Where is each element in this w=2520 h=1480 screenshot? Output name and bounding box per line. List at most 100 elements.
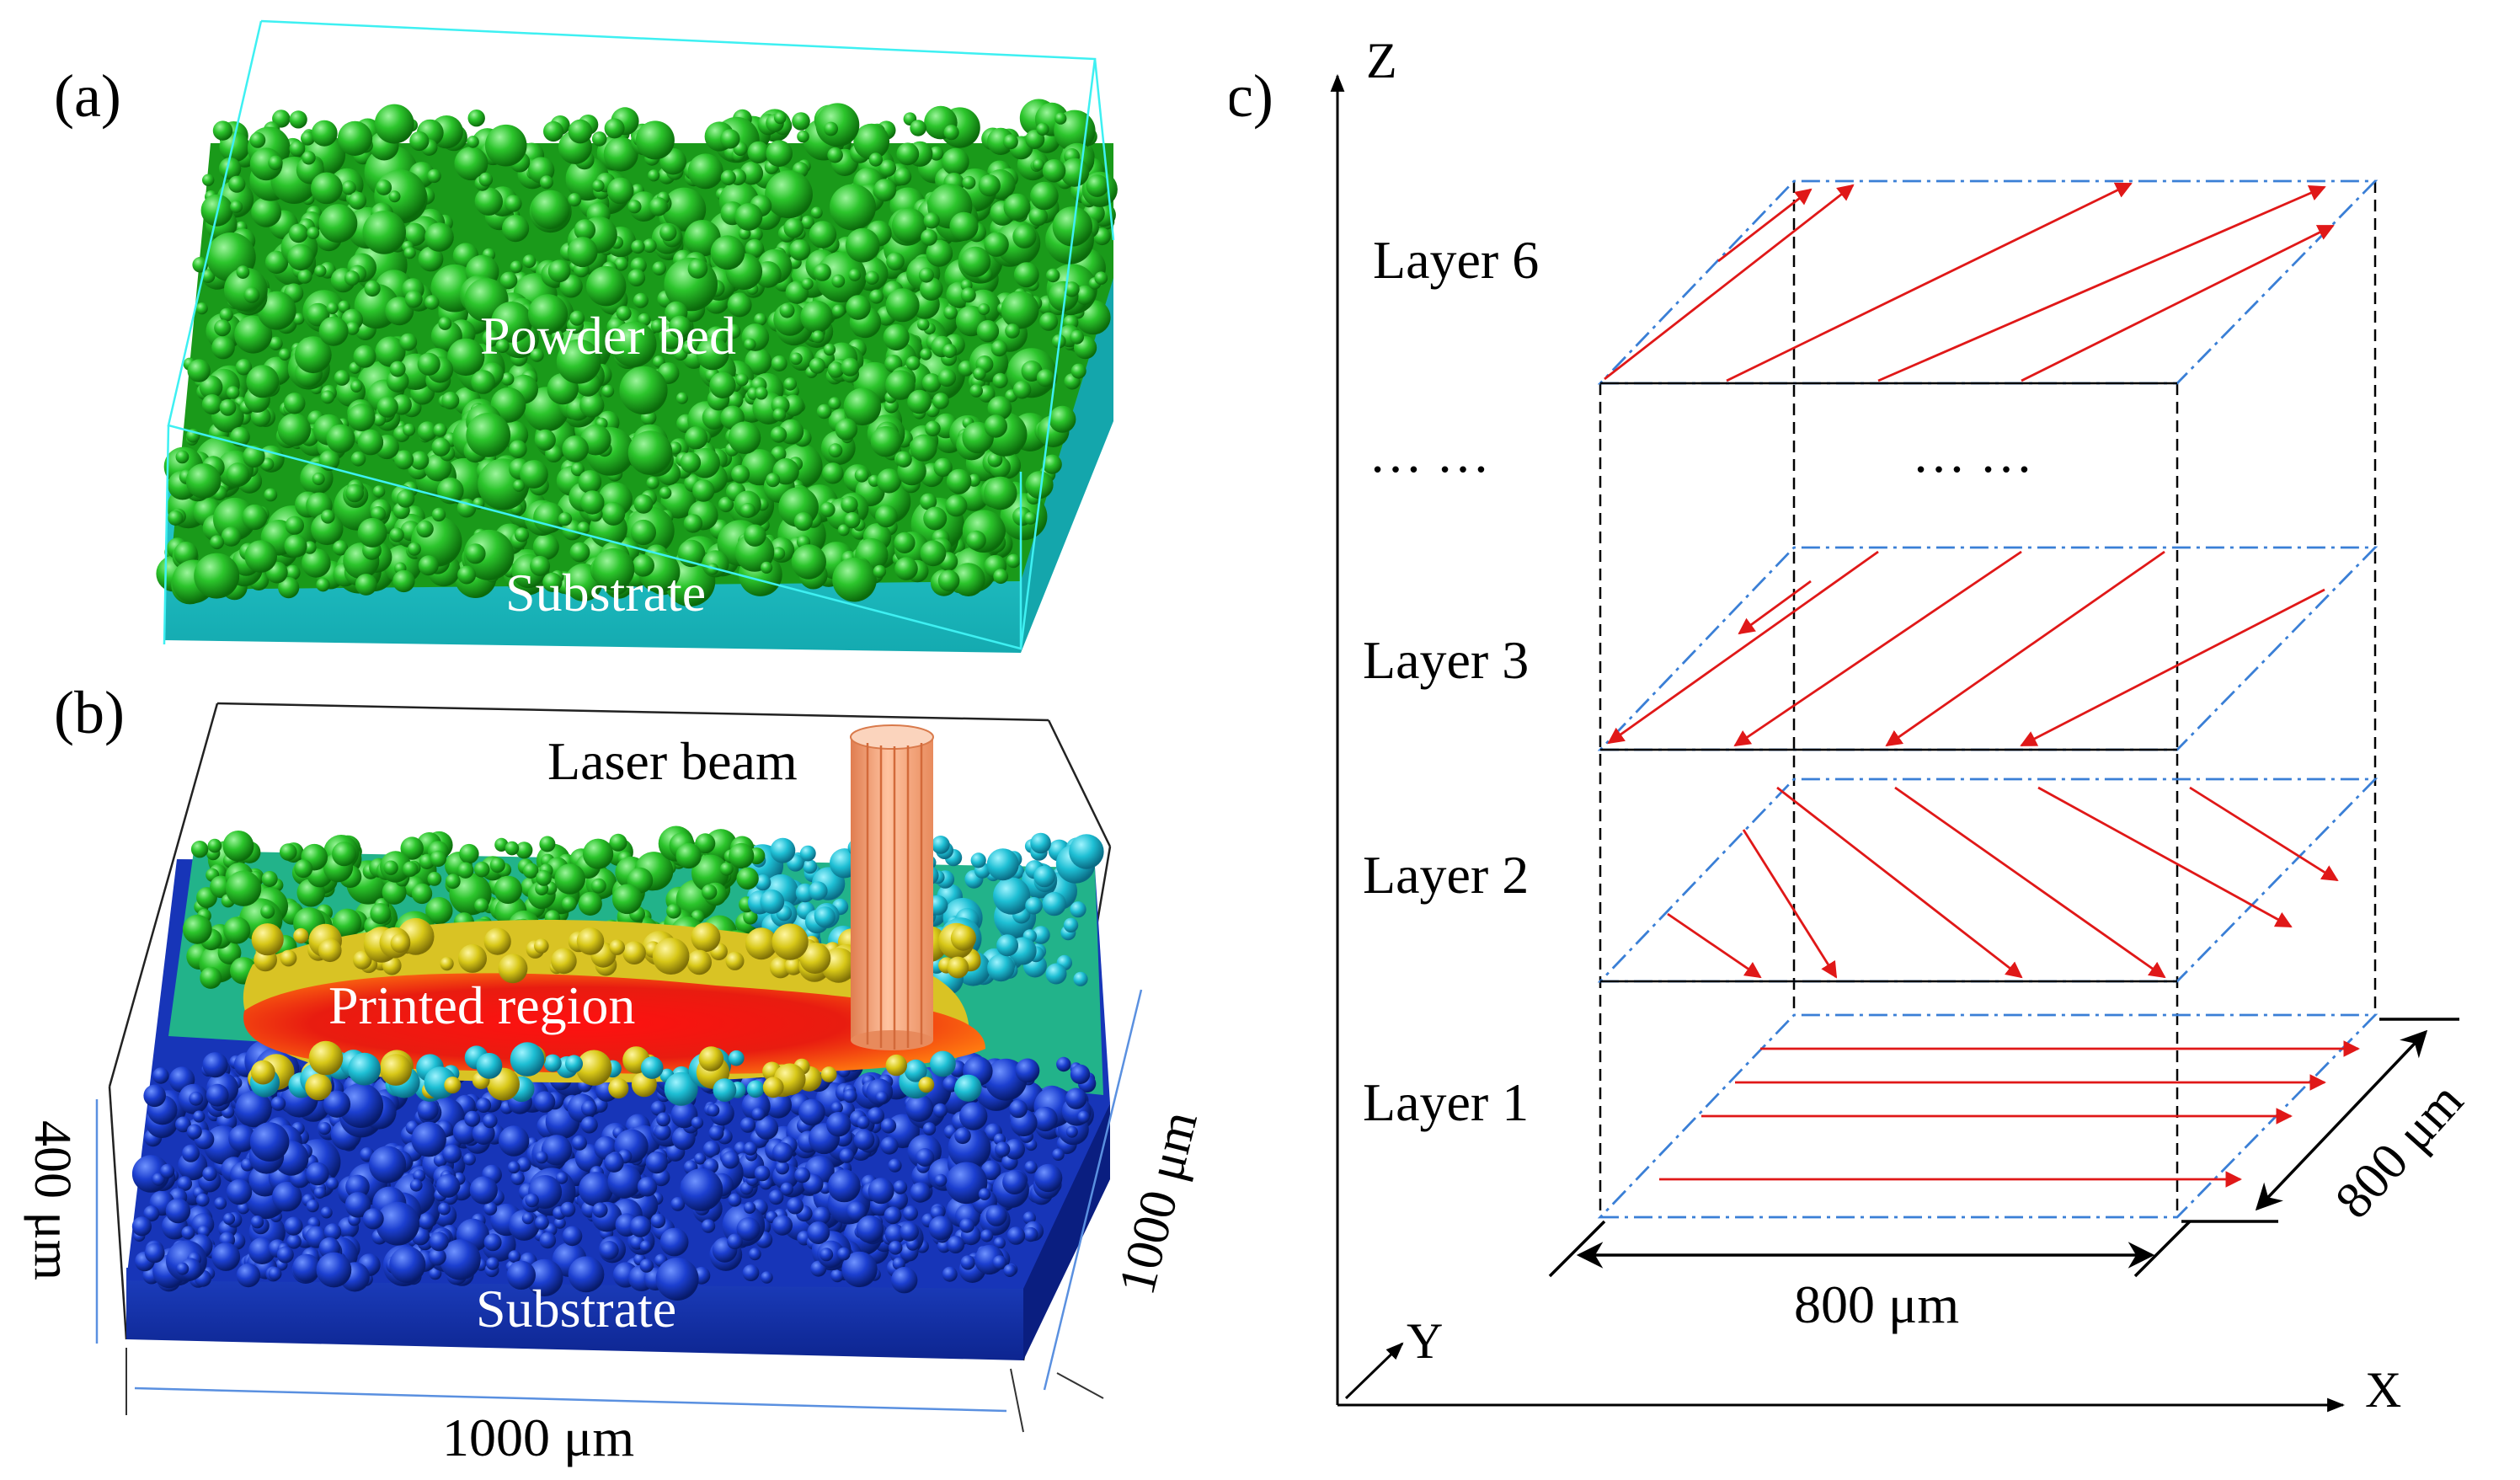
powder-particle (579, 393, 605, 418)
powder-particle-b (1033, 1106, 1058, 1132)
scan-path-layer-6 (1717, 188, 1813, 263)
powder-particle-b (650, 1213, 666, 1229)
powder-particle (1005, 323, 1020, 339)
powder-particle (187, 359, 211, 382)
powder-particle (720, 129, 740, 149)
powder-particle (907, 389, 932, 414)
powder-particle-b (748, 1248, 761, 1261)
powder-particle (374, 104, 414, 144)
powder-particle-b (510, 1171, 525, 1185)
powder-particle (774, 111, 787, 125)
powder-particle-b (152, 1067, 169, 1084)
powder-particle (846, 295, 871, 320)
powder-particle-b (590, 878, 606, 894)
powder-particle-b (483, 1113, 498, 1129)
powder-particle (771, 547, 786, 560)
track-particle (293, 927, 309, 944)
powder-particle (627, 200, 642, 214)
powder-particle-b (389, 1246, 426, 1284)
powder-particle-b (186, 1124, 202, 1140)
powder-particle (875, 505, 898, 528)
track-particle (444, 1077, 462, 1094)
powder-particle-b (592, 1202, 608, 1218)
powder-particle (731, 464, 750, 484)
powder-particle (946, 468, 972, 494)
powder-particle-b (272, 1181, 302, 1212)
powder-particle-b (516, 1157, 531, 1173)
track-particle (729, 1050, 745, 1066)
powder-particle-b (581, 1100, 597, 1117)
powder-particle (341, 180, 356, 195)
powder-particle (1030, 181, 1059, 211)
powder-particle (289, 223, 308, 243)
powder-particle-b (645, 1151, 668, 1174)
track-particle (280, 949, 297, 967)
powder-particle (316, 578, 330, 592)
track-particle (954, 1074, 982, 1102)
powder-particle (920, 493, 937, 510)
powder-particle-b (839, 1148, 854, 1163)
powder-particle (211, 335, 235, 360)
powder-particle-b (770, 837, 796, 863)
powder-particle-b (1070, 901, 1086, 918)
powder-particle (592, 179, 605, 192)
scan-path-layer-3 (1885, 550, 2165, 747)
powder-particle (355, 574, 377, 596)
powder-particle (278, 577, 300, 599)
powder-particle (269, 336, 283, 350)
powder-particle (993, 569, 1009, 585)
powder-particle (631, 239, 645, 254)
powder-particle (827, 147, 843, 163)
powder-particle (820, 502, 836, 517)
powder-particle-b (333, 908, 362, 938)
powder-particle-b (1032, 926, 1050, 944)
powder-particle (200, 269, 216, 284)
powder-particle-b (803, 859, 818, 874)
powder-particle-b (494, 875, 522, 905)
powder-particle (800, 300, 833, 334)
powder-particle-b (707, 1103, 720, 1117)
powder-particle (1070, 363, 1086, 379)
powder-particle-b (743, 1141, 758, 1156)
powder-particle (364, 280, 381, 297)
powder-particle (766, 473, 781, 488)
powder-particle (718, 496, 734, 513)
powder-particle (294, 336, 332, 374)
powder-particle (418, 555, 439, 576)
powder-particle-b (1056, 1056, 1071, 1072)
powder-particle (558, 512, 573, 526)
powder-particle (348, 191, 367, 210)
powder-particle (466, 413, 511, 457)
powder-particle-b (306, 1199, 319, 1213)
powder-particle (570, 462, 585, 477)
powder-particle (403, 247, 416, 259)
powder-particle (822, 462, 844, 484)
powder-particle (375, 336, 406, 367)
powder-particle-b (286, 1234, 302, 1249)
powder-particle (633, 292, 649, 308)
track-particle (440, 957, 454, 971)
powder-particle (321, 510, 335, 524)
powder-particle (1070, 329, 1084, 345)
powder-particle (424, 222, 454, 252)
powder-particle-b (403, 861, 419, 877)
powder-particle (410, 451, 430, 470)
powder-particle (920, 348, 932, 361)
powder-particle (301, 131, 315, 146)
powder-particle-b (996, 934, 1019, 957)
track-particle (318, 938, 342, 963)
powder-particle-b (190, 841, 209, 858)
powder-particle (1003, 193, 1031, 221)
powder-particle-b (867, 1107, 884, 1125)
powder-particle (574, 219, 596, 241)
powder-particle (539, 175, 553, 190)
powder-particle (532, 533, 559, 560)
powder-particle-b (843, 1088, 857, 1103)
powder-particle-b (270, 1096, 286, 1111)
powder-particle-b (980, 1229, 994, 1242)
powder-particle-b (888, 1241, 903, 1255)
panels-a-b: (a) Powder bed Substrate (0, 0, 1230, 1480)
powder-particle (990, 339, 1008, 357)
powder-particle (853, 123, 890, 160)
powder-particle (478, 172, 494, 187)
